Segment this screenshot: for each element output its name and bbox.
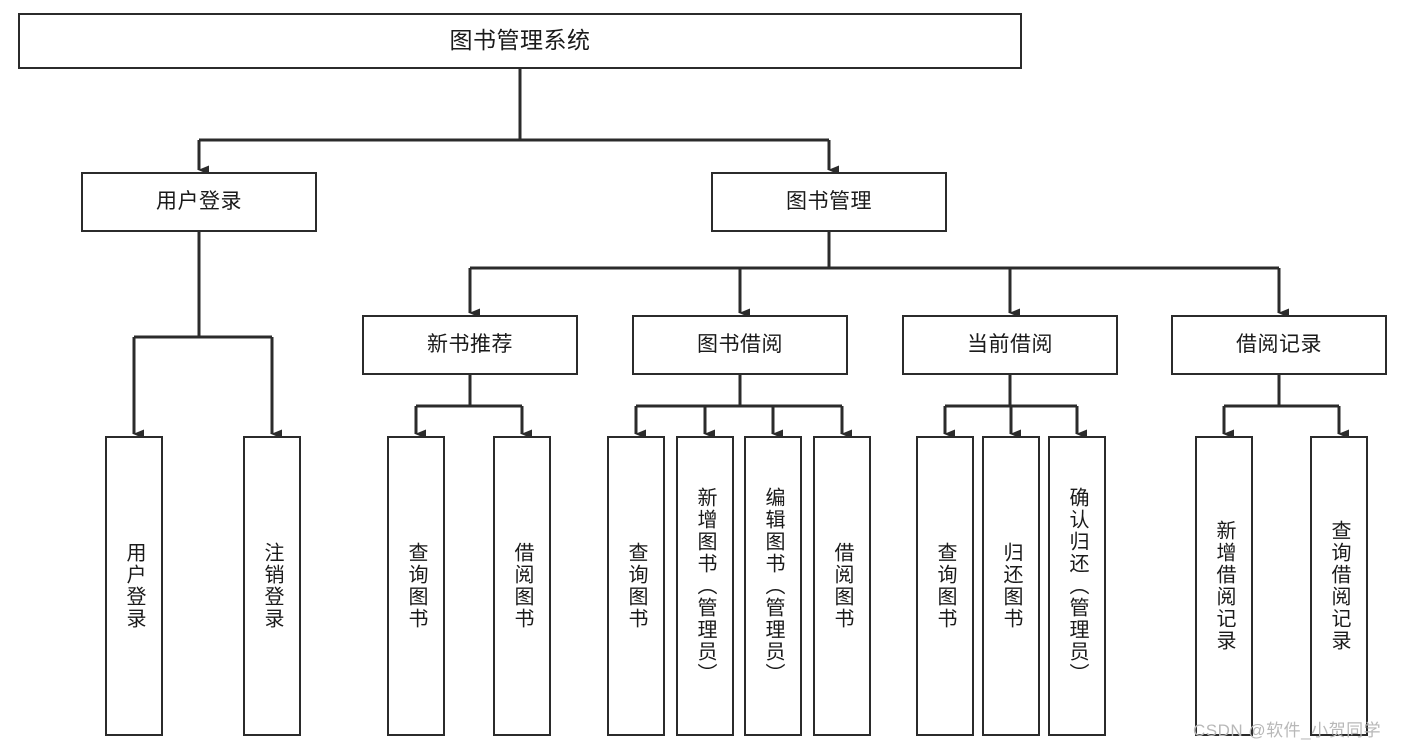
node-label-l2-user-login: 用户登录 — [156, 190, 242, 214]
node-l3-book-borrow[interactable]: 图书借阅 — [632, 315, 848, 375]
node-leaf-borrow-query-book[interactable]: 查询图书 — [607, 436, 665, 736]
node-label-leaf-user-login: 用户登录 — [123, 542, 145, 630]
node-l3-borrow-record[interactable]: 借阅记录 — [1171, 315, 1387, 375]
node-leaf-rec-borrow-book[interactable]: 借阅图书 — [493, 436, 551, 736]
node-leaf-record-query[interactable]: 查询借阅记录 — [1310, 436, 1368, 736]
node-label-leaf-borrow-edit-book: 编辑图书（管理员） — [762, 487, 784, 685]
node-root[interactable]: 图书管理系统 — [18, 13, 1022, 69]
node-leaf-current-query-book[interactable]: 查询图书 — [916, 436, 974, 736]
node-leaf-rec-query-book[interactable]: 查询图书 — [387, 436, 445, 736]
node-label-leaf-record-add: 新增借阅记录 — [1213, 520, 1235, 652]
node-label-leaf-borrow-add-book: 新增图书（管理员） — [694, 487, 716, 685]
node-label-leaf-rec-query-book: 查询图书 — [405, 542, 427, 630]
node-leaf-user-login[interactable]: 用户登录 — [105, 436, 163, 736]
node-leaf-borrow-edit-book[interactable]: 编辑图书（管理员） — [744, 436, 802, 736]
node-leaf-current-return-book[interactable]: 归还图书 — [982, 436, 1040, 736]
node-label-root: 图书管理系统 — [449, 27, 591, 54]
node-leaf-logout[interactable]: 注销登录 — [243, 436, 301, 736]
node-label-leaf-current-query-book: 查询图书 — [934, 542, 956, 630]
node-label-leaf-current-confirm-return: 确认归还（管理员） — [1066, 487, 1088, 685]
csdn-watermark: CSDN @软件_小贺同学 — [1193, 721, 1382, 740]
node-leaf-record-add[interactable]: 新增借阅记录 — [1195, 436, 1253, 736]
node-label-leaf-logout: 注销登录 — [261, 542, 283, 630]
node-l3-current-borrow[interactable]: 当前借阅 — [902, 315, 1118, 375]
node-l3-new-book-rec[interactable]: 新书推荐 — [362, 315, 578, 375]
node-label-leaf-borrow-query-book: 查询图书 — [625, 542, 647, 630]
node-label-leaf-borrow-borrow-book: 借阅图书 — [831, 542, 853, 630]
node-label-l3-borrow-record: 借阅记录 — [1236, 333, 1322, 357]
node-label-leaf-record-query: 查询借阅记录 — [1328, 520, 1350, 652]
node-label-leaf-rec-borrow-book: 借阅图书 — [511, 542, 533, 630]
node-label-l3-book-borrow: 图书借阅 — [697, 333, 783, 357]
node-label-l3-current-borrow: 当前借阅 — [967, 333, 1053, 357]
node-leaf-borrow-borrow-book[interactable]: 借阅图书 — [813, 436, 871, 736]
node-l2-book-admin[interactable]: 图书管理 — [711, 172, 947, 232]
connector-paths — [132, 69, 1349, 439]
node-leaf-borrow-add-book[interactable]: 新增图书（管理员） — [676, 436, 734, 736]
node-leaf-current-confirm-return[interactable]: 确认归还（管理员） — [1048, 436, 1106, 736]
node-label-l2-book-admin: 图书管理 — [786, 190, 872, 214]
node-l2-user-login[interactable]: 用户登录 — [81, 172, 317, 232]
node-label-leaf-current-return-book: 归还图书 — [1000, 542, 1022, 630]
node-label-l3-new-book-rec: 新书推荐 — [427, 333, 513, 357]
